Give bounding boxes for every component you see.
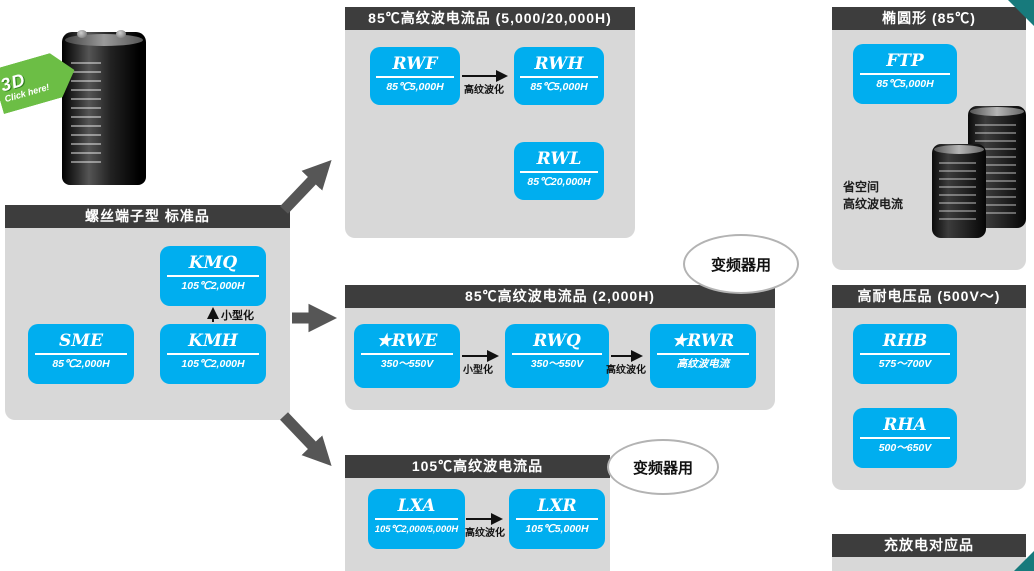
high-ripple-label: 高纹波化 bbox=[465, 528, 505, 539]
product-spec: 高纹波电流 bbox=[676, 358, 730, 370]
top-panel-header: 85℃高纹波电流品 (5,000/20,000H) bbox=[345, 7, 635, 30]
product-box-rwr[interactable]: ★RWR 高纹波电流 bbox=[650, 324, 756, 388]
product-spec: 105℃5,000H bbox=[525, 523, 589, 535]
product-box-rhb[interactable]: RHB 575〜700V bbox=[853, 324, 957, 384]
divider bbox=[515, 518, 599, 520]
product-name: LXR bbox=[537, 496, 577, 516]
product-box-rwh[interactable]: RWH 85℃5,000H bbox=[514, 47, 604, 105]
product-box-rha[interactable]: RHA 500〜650V bbox=[853, 408, 957, 468]
ftp-capacitors-photo bbox=[930, 100, 1030, 240]
high-ripple-label: 高纹波化 bbox=[606, 365, 646, 376]
product-name: KMQ bbox=[188, 253, 238, 273]
divider bbox=[860, 73, 950, 75]
right-top-panel-header: 椭圆形 (85℃) bbox=[832, 7, 1026, 30]
divider bbox=[520, 76, 598, 78]
divider bbox=[376, 76, 454, 78]
capacitor-terminal-bolt bbox=[116, 30, 126, 38]
product-name: FTP bbox=[886, 51, 924, 71]
arrow-left-to-bottom-panel bbox=[280, 412, 332, 466]
product-box-rwl[interactable]: RWL 85℃20,000H bbox=[514, 142, 604, 200]
product-box-lxr[interactable]: LXR 105℃5,000H bbox=[509, 489, 605, 549]
divider bbox=[35, 353, 127, 355]
product-spec: 105℃2,000H bbox=[181, 280, 245, 292]
ftp-capacitor-small bbox=[932, 144, 986, 238]
right-bottom-panel-header: 充放电对应品 bbox=[832, 534, 1026, 557]
space-saving-note: 省空间 bbox=[843, 180, 880, 194]
screw-terminal-capacitor-photo[interactable] bbox=[62, 30, 146, 185]
bottom-panel-header: 105℃高纹波电流品 bbox=[345, 455, 610, 478]
product-box-rwq[interactable]: RWQ 350〜550V bbox=[505, 324, 609, 388]
product-name: RHB bbox=[882, 331, 928, 351]
product-name: LXA bbox=[397, 496, 436, 516]
capacitor-top-plate bbox=[934, 145, 984, 154]
product-name: ★RWR bbox=[671, 331, 735, 351]
divider bbox=[657, 353, 749, 355]
divider bbox=[361, 353, 453, 355]
divider bbox=[512, 353, 602, 355]
product-spec: 85℃20,000H bbox=[527, 176, 591, 188]
product-name: KMH bbox=[188, 331, 238, 351]
divider bbox=[167, 275, 259, 277]
page-corner-decoration-top bbox=[1008, 0, 1034, 26]
product-spec: 85℃2,000H bbox=[52, 358, 110, 370]
product-spec: 350〜550V bbox=[530, 358, 584, 370]
product-spec: 85℃5,000H bbox=[386, 81, 444, 93]
product-spec: 575〜700V bbox=[878, 358, 932, 370]
product-box-rwf[interactable]: RWF 85℃5,000H bbox=[370, 47, 460, 105]
right-bottom-panel-body bbox=[832, 557, 1026, 571]
mid-panel-header: 85℃高纹波电流品 (2,000H) bbox=[345, 285, 775, 308]
inverter-use-bubble: 变频器用 bbox=[683, 234, 799, 294]
capacitor-print bbox=[71, 62, 101, 164]
miniaturization-label: 小型化 bbox=[463, 365, 493, 376]
miniaturization-label: 小型化 bbox=[221, 310, 254, 322]
product-box-kmq[interactable]: KMQ 105℃2,000H bbox=[160, 246, 266, 306]
product-name: RWL bbox=[536, 149, 582, 169]
product-spec: 500〜650V bbox=[878, 442, 932, 454]
divider bbox=[860, 353, 950, 355]
product-spec: 85℃5,000H bbox=[876, 78, 934, 90]
product-spec: 105℃2,000/5,000H bbox=[374, 524, 459, 535]
product-spec: 85℃5,000H bbox=[530, 81, 588, 93]
high-ripple-note: 高纹波电流 bbox=[843, 197, 904, 211]
divider bbox=[860, 437, 950, 439]
product-box-kmh[interactable]: KMH 105℃2,000H bbox=[160, 324, 266, 384]
product-spec: 105℃2,000H bbox=[181, 358, 245, 370]
product-name: SME bbox=[58, 331, 104, 351]
product-box-sme[interactable]: SME 85℃2,000H bbox=[28, 324, 134, 384]
ftp-capacitor-large bbox=[968, 106, 1026, 228]
product-name: RWQ bbox=[533, 331, 581, 351]
product-name: ★RWE bbox=[376, 331, 438, 351]
divider bbox=[167, 353, 259, 355]
product-box-rwe[interactable]: ★RWE 350〜550V bbox=[354, 324, 460, 388]
arrow-left-to-top-panel bbox=[280, 160, 332, 214]
product-spec: 350〜550V bbox=[380, 358, 434, 370]
product-name: RWF bbox=[392, 54, 438, 74]
capacitor-terminal-bolt bbox=[77, 30, 87, 38]
capacitor-print bbox=[939, 162, 976, 224]
product-name: RWH bbox=[534, 54, 584, 74]
product-box-ftp[interactable]: FTP 85℃5,000H bbox=[853, 44, 957, 104]
right-mid-panel-header: 高耐电压品 (500V〜) bbox=[832, 285, 1026, 308]
inverter-use-bubble: 变频器用 bbox=[607, 439, 719, 495]
divider bbox=[520, 171, 598, 173]
product-box-lxa[interactable]: LXA 105℃2,000/5,000H bbox=[368, 489, 465, 549]
divider bbox=[374, 518, 459, 520]
product-name: RHA bbox=[883, 415, 927, 435]
high-ripple-label: 高纹波化 bbox=[464, 85, 504, 96]
capacitor-top-plate bbox=[970, 107, 1024, 116]
page-corner-decoration-bottom bbox=[1014, 551, 1034, 571]
left-panel-header: 螺丝端子型 标准品 bbox=[5, 205, 290, 228]
